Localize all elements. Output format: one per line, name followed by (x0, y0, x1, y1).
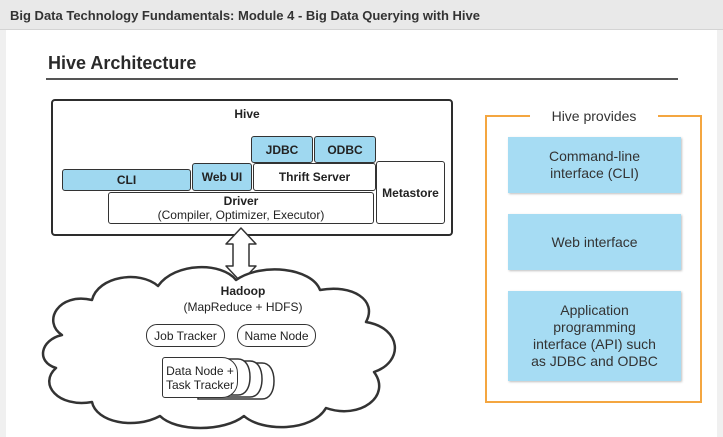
provides-item-web: Web interface (508, 214, 681, 270)
metastore-box: Metastore (376, 161, 445, 224)
data-node-line2: Task Tracker (165, 377, 234, 392)
provides-item-api-line1: Application (560, 302, 629, 318)
data-node-box: Data Node + Task Tracker (162, 357, 238, 398)
header-title: Big Data Technology Fundamentals: Module… (10, 8, 480, 23)
job-tracker-box: Job Tracker (146, 324, 225, 347)
provides-item-cli-line1: Command-line (548, 148, 641, 164)
provides-item-api: Application programming interface (API) … (508, 291, 681, 381)
provides-item-cli: Command-line interface (CLI) (508, 137, 681, 193)
jdbc-box: JDBC (251, 136, 313, 163)
provides-title: Hive provides (530, 107, 658, 125)
hive-label: Hive (234, 107, 260, 121)
driver-subtitle: (Compiler, Optimizer, Executor) (157, 208, 325, 222)
right-margin (717, 30, 723, 437)
driver-title: Driver (223, 194, 259, 208)
driver-box: Driver (Compiler, Optimizer, Executor) (108, 192, 374, 224)
thrift-server-box: Thrift Server (253, 163, 376, 191)
left-margin (0, 30, 6, 437)
provides-item-api-line4: as JDBC and ODBC (531, 353, 658, 369)
provides-item-api-line2: programming (553, 319, 636, 335)
webui-box: Web UI (192, 163, 252, 191)
data-node-line1: Data Node + (166, 363, 234, 378)
hadoop-title: Hadoop (220, 284, 266, 298)
provides-item-api-line3: interface (API) such (533, 336, 656, 352)
provides-item-web-line1: Web interface (551, 233, 638, 250)
odbc-box: ODBC (314, 136, 376, 163)
name-node-box: Name Node (237, 324, 316, 347)
header-bar: Big Data Technology Fundamentals: Module… (0, 0, 723, 30)
slide-title: Hive Architecture (48, 53, 197, 73)
title-divider (46, 78, 678, 80)
cli-box: CLI (62, 169, 191, 191)
hadoop-cloud-shape (41, 266, 397, 430)
hadoop-subtitle: (MapReduce + HDFS) (183, 300, 303, 314)
provides-item-cli-line2: interface (CLI) (550, 165, 639, 181)
